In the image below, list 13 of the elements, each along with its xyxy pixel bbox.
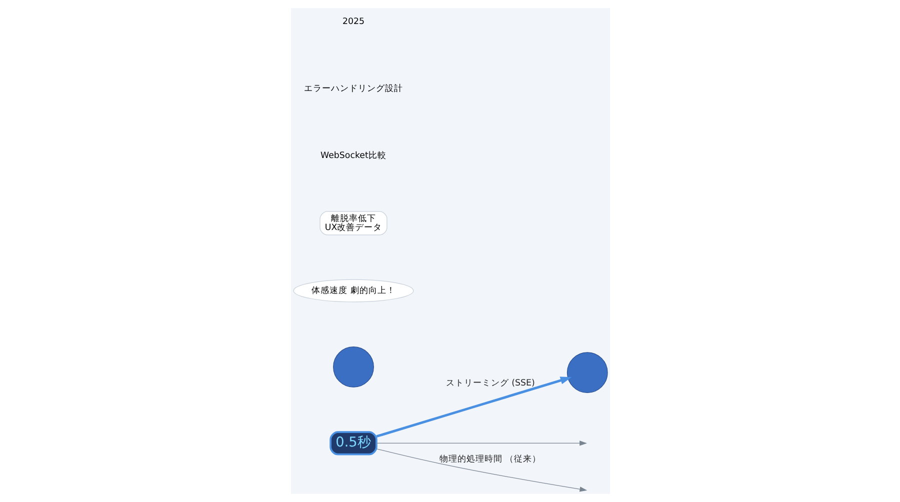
- label: WebSocket比較: [320, 150, 386, 161]
- node-box: 離脱率低下 UX改善データ: [319, 211, 387, 236]
- arrow: [376, 448, 587, 492]
- edge-label: ストリーミング (SSE): [445, 378, 534, 389]
- node-person: [332, 346, 374, 388]
- node-box: 0.5秒: [329, 431, 377, 456]
- label: エラーハンドリング設計: [304, 84, 402, 94]
- edge-label: 物理的処理時間 （従来）: [438, 454, 541, 464]
- arrow: [376, 376, 572, 438]
- node-ellipse: 体感速度 劇的向上！: [292, 279, 414, 302]
- arrow: [376, 440, 587, 446]
- label: 2025: [342, 17, 364, 28]
- node-person: [566, 352, 608, 393]
